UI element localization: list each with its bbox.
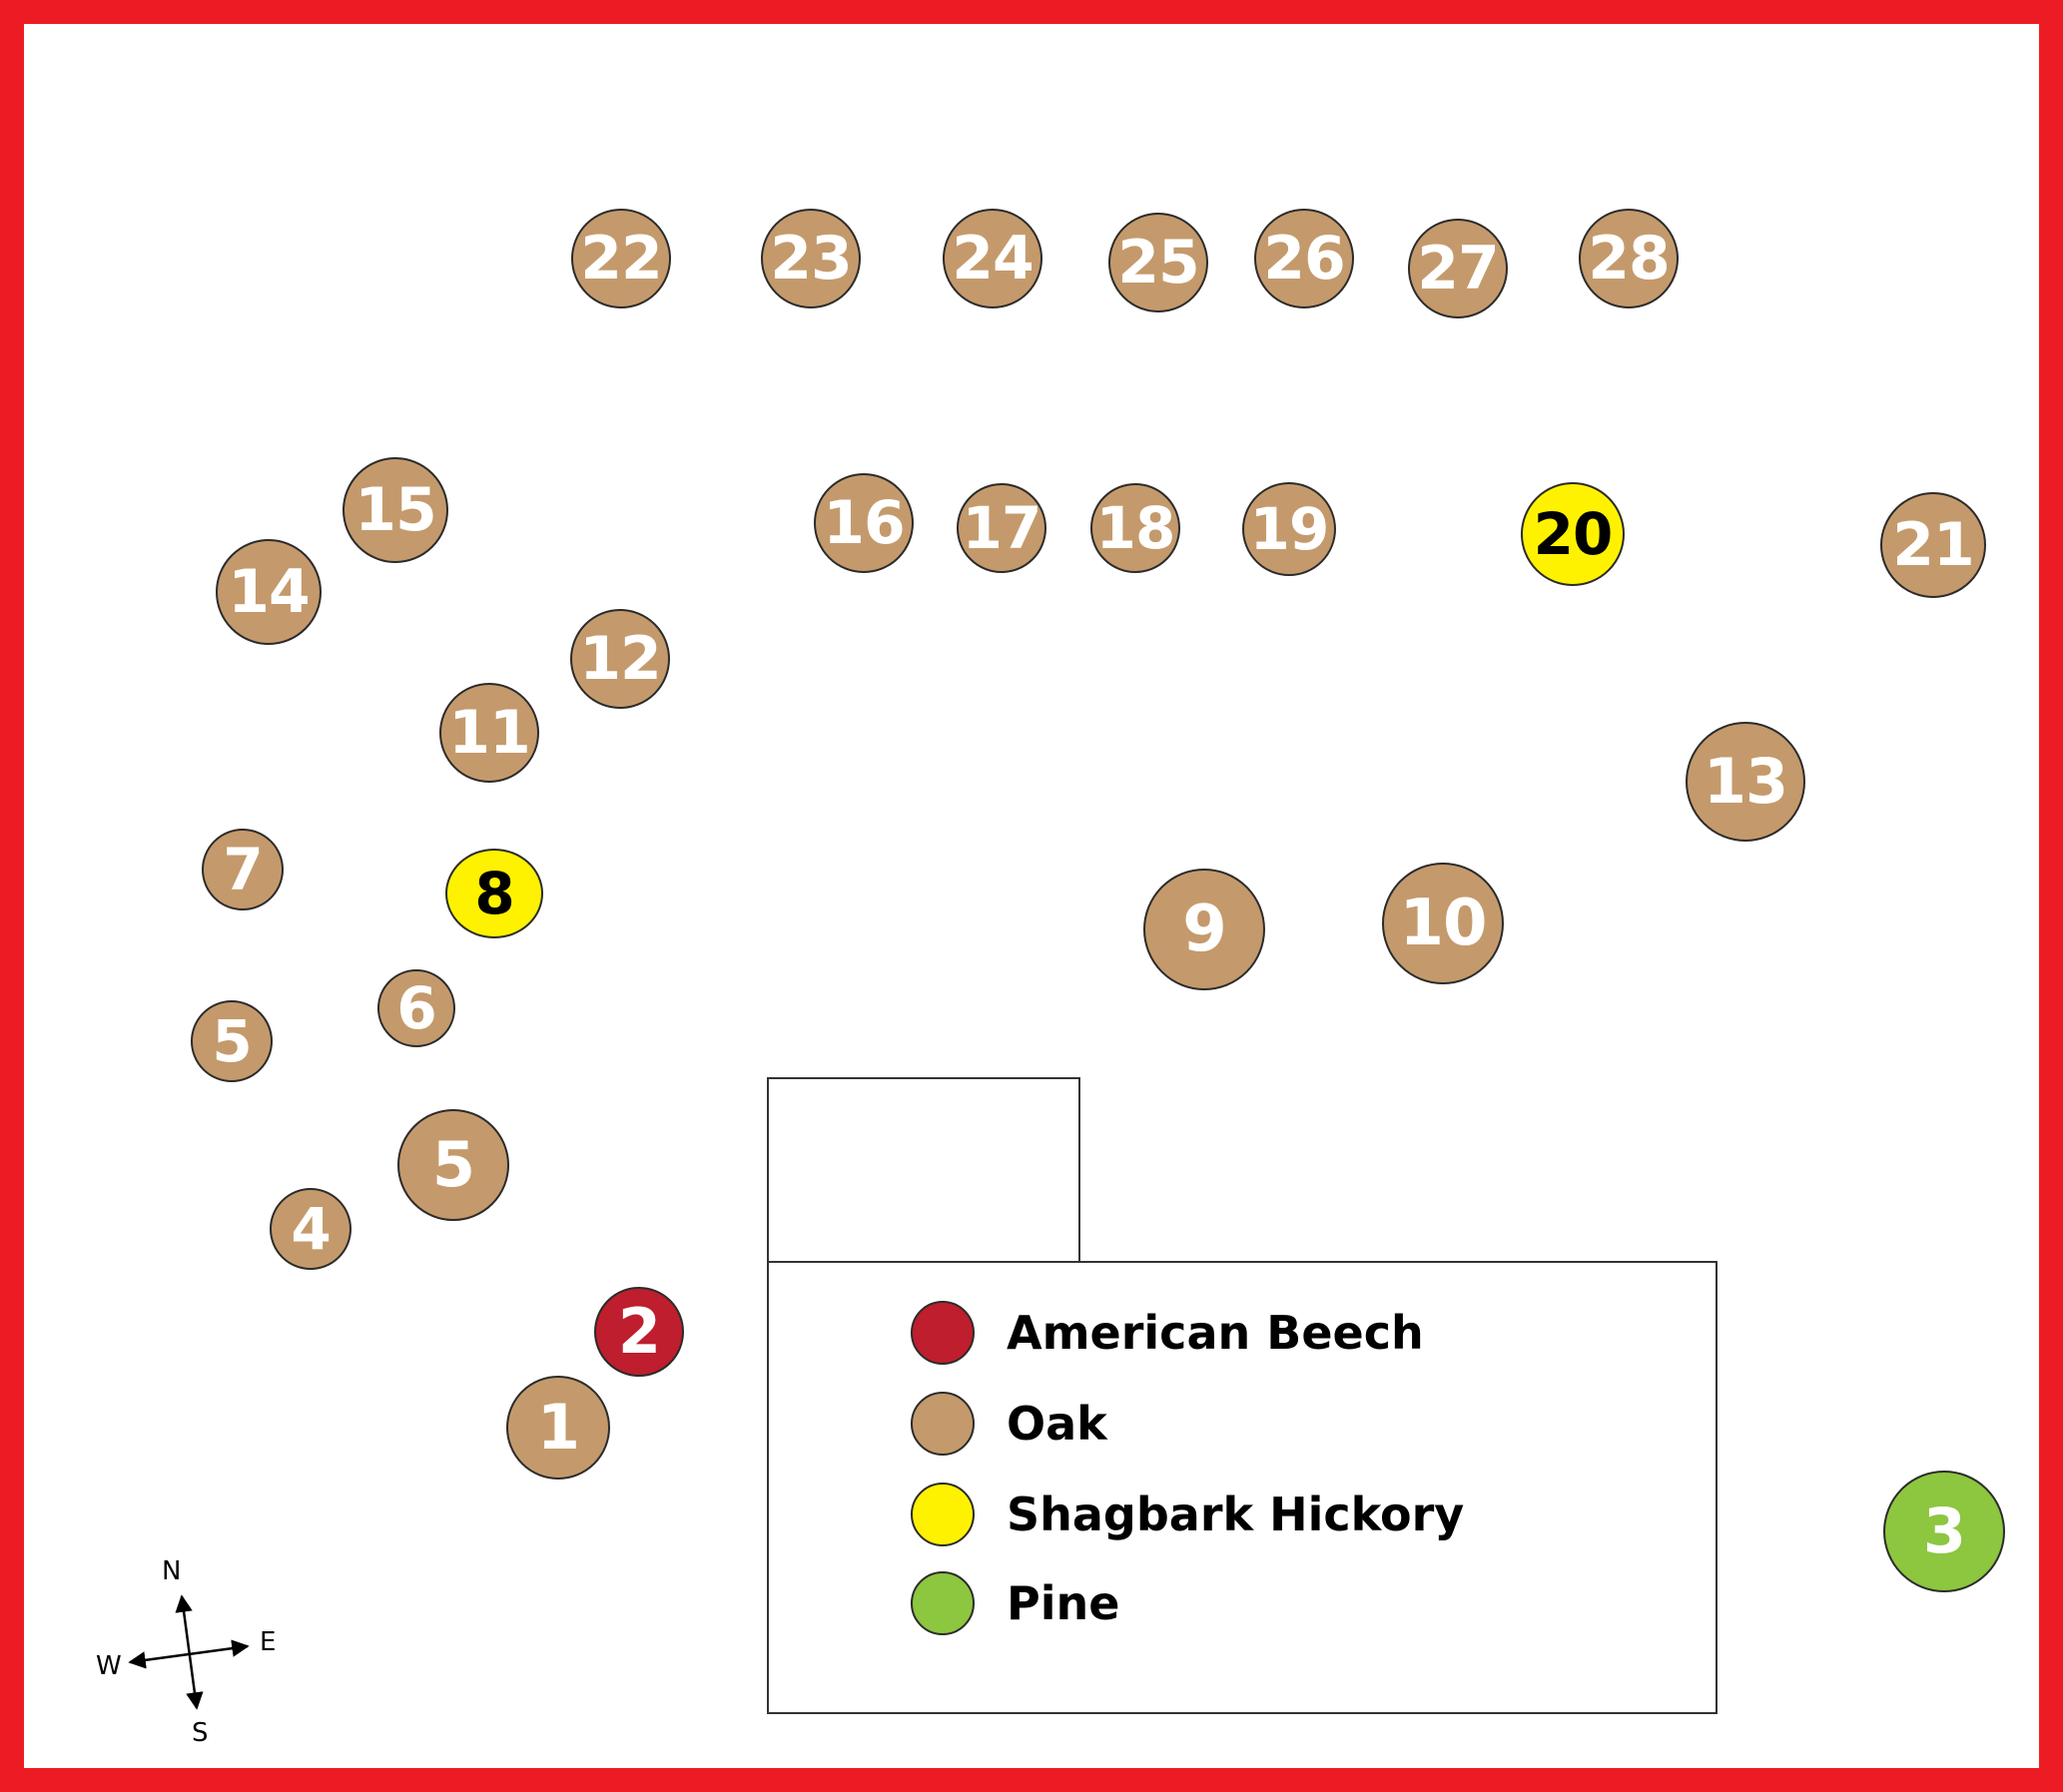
american-beech-swatch-icon: [911, 1301, 975, 1365]
tree-marker: 10: [1382, 863, 1504, 984]
tree-marker: 9: [1143, 869, 1265, 990]
compass-north-label: N: [162, 1556, 181, 1586]
legend-label: Pine: [1007, 1576, 1120, 1630]
tree-marker: 20: [1521, 482, 1625, 586]
tree-marker: 3: [1883, 1471, 2005, 1592]
legend-item-pine: Pine: [911, 1571, 1119, 1635]
tree-marker: 25: [1108, 213, 1208, 312]
compass-south-label: S: [192, 1718, 209, 1746]
legend-item-american-beech: American Beech: [911, 1301, 1424, 1365]
tree-marker: 23: [761, 209, 861, 308]
tree-marker: 24: [943, 209, 1042, 308]
tree-marker: 14: [216, 539, 322, 645]
tree-marker: 4: [270, 1188, 351, 1270]
tree-marker: 26: [1254, 209, 1354, 308]
legend-label: American Beech: [1007, 1306, 1424, 1360]
tree-marker: 18: [1090, 483, 1180, 573]
building-annex: [767, 1077, 1080, 1263]
pine-swatch-icon: [911, 1571, 975, 1635]
tree-marker: 8: [445, 849, 543, 938]
legend-label: Oak: [1007, 1397, 1107, 1451]
tree-marker: 19: [1242, 482, 1336, 576]
legend-label: Shagbark Hickory: [1007, 1488, 1465, 1541]
compass-rose-icon: N E S W: [96, 1556, 276, 1746]
tree-marker: 28: [1579, 209, 1679, 308]
compass-east-label: E: [260, 1627, 276, 1657]
shagbark-hickory-swatch-icon: [911, 1483, 975, 1546]
tree-marker: 7: [202, 829, 284, 910]
tree-marker: 1: [506, 1376, 610, 1480]
oak-swatch-icon: [911, 1392, 975, 1456]
compass-west-label: W: [96, 1651, 122, 1681]
tree-marker: 17: [957, 483, 1046, 573]
tree-marker: 5: [397, 1109, 509, 1221]
tree-marker: 13: [1686, 722, 1805, 842]
tree-marker: 15: [343, 457, 448, 563]
tree-marker: 2: [594, 1287, 684, 1377]
legend-item-shagbark-hickory: Shagbark Hickory: [911, 1483, 1464, 1546]
tree-marker: 6: [377, 969, 455, 1047]
tree-marker: 11: [439, 683, 539, 783]
tree-marker: 12: [570, 609, 670, 709]
tree-marker: 27: [1408, 219, 1508, 318]
tree-marker: 21: [1880, 492, 1986, 598]
legend-item-oak: Oak: [911, 1392, 1107, 1456]
tree-marker: 16: [814, 473, 914, 573]
tree-marker: 5: [191, 1000, 273, 1082]
tree-marker: 22: [571, 209, 671, 308]
